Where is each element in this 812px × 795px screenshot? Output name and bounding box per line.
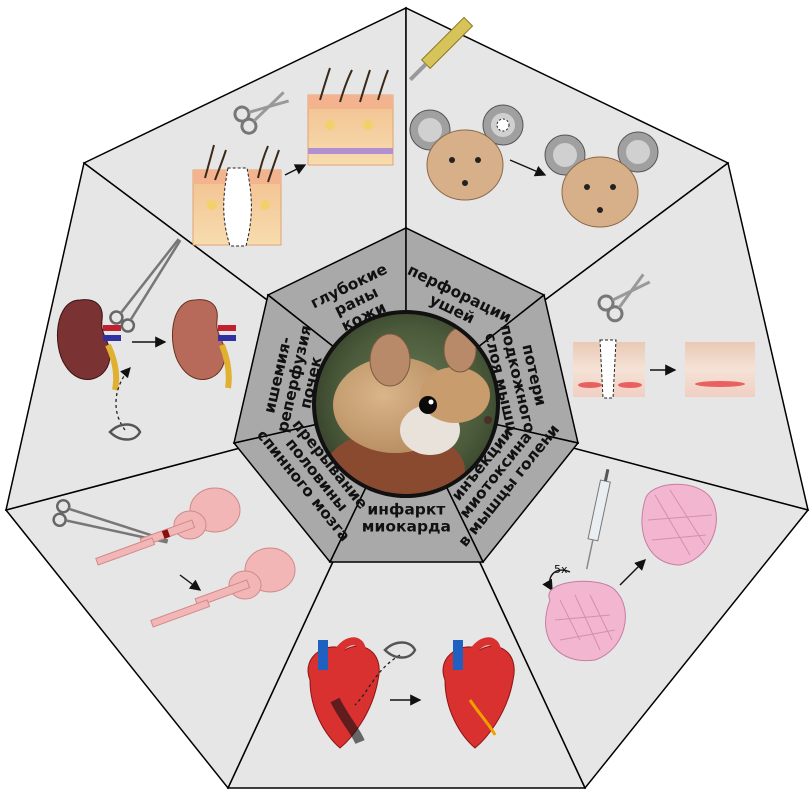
segment-label-line: миокарда	[362, 517, 451, 535]
scissors-icon	[233, 91, 290, 135]
heart-ligation-illustration	[307, 637, 515, 749]
center-photo	[312, 310, 500, 498]
kidney-icon	[56, 299, 121, 391]
heart-icon	[442, 637, 515, 749]
syringe-icon	[585, 469, 611, 570]
skin-excision-illustration	[192, 67, 394, 247]
mouse-head-icon	[409, 104, 524, 201]
heart-icon	[307, 637, 380, 749]
kidney-icon	[171, 299, 236, 389]
suture-icon	[108, 423, 142, 441]
ear-punch-illustration	[408, 16, 659, 228]
panniculus-excision-illustration	[573, 273, 755, 399]
kidney-clamp-illustration	[56, 238, 236, 441]
injection-repeats-label: 5x	[554, 563, 568, 576]
segment-label-line: инфаркт	[367, 500, 445, 518]
suture-icon	[383, 641, 417, 659]
scissors-icon	[597, 273, 651, 323]
mouse-head-icon	[544, 131, 659, 228]
spinal-hemisection-illustration	[52, 487, 296, 628]
muscle-injection-illustration: 5x	[542, 469, 717, 662]
clamp-icon	[109, 238, 182, 333]
